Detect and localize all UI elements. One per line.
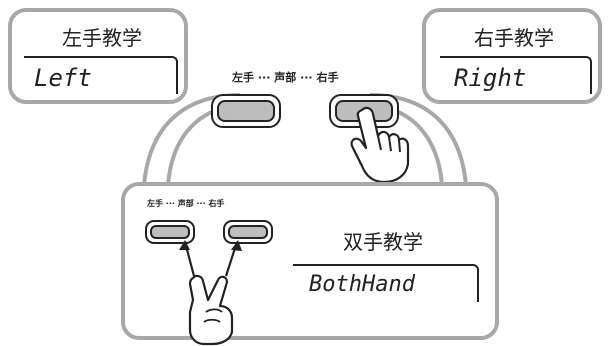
peace-hand-icon	[179, 240, 242, 346]
dots-separator: ···	[165, 199, 175, 208]
left-mode-display-text: Left	[34, 64, 92, 92]
voice-part-label: 声部	[274, 71, 297, 84]
left-hand-label: 左手	[147, 199, 163, 208]
left-hand-label: 左手	[232, 71, 254, 84]
left-mode-lcd	[24, 56, 178, 94]
both-mode-display-text: BothHand	[309, 272, 415, 297]
right-mode-title: 右手教学	[474, 26, 554, 50]
left-hand-button-small[interactable]	[145, 220, 195, 244]
right-hand-label: 右手	[208, 199, 225, 208]
dots-separator: ···	[300, 71, 313, 84]
right-mode-display-text: Right	[454, 64, 527, 92]
pointing-hand-icon	[350, 106, 410, 184]
left-mode-title: 左手教学	[62, 26, 142, 50]
right-hand-label: 右手	[316, 71, 339, 84]
dots-separator: ···	[196, 199, 206, 208]
left-mode-panel: 左手教学 Left	[8, 8, 188, 104]
right-mode-panel: 右手教学 Right	[422, 8, 602, 104]
small-button-labels: 左手 ··· 声部 ··· 右手	[147, 198, 224, 209]
voice-part-label: 声部	[177, 199, 194, 208]
both-mode-panel: 左手 ··· 声部 ··· 右手 双手教学 BothHand	[121, 182, 499, 340]
both-mode-lcd	[293, 264, 479, 302]
both-mode-title: 双手教学	[343, 230, 423, 254]
right-hand-button-small[interactable]	[223, 220, 273, 244]
dots-separator: ···	[257, 71, 271, 84]
left-hand-button[interactable]	[211, 94, 281, 128]
top-button-labels: 左手 ··· 声部 ··· 右手	[232, 69, 338, 85]
right-mode-lcd	[440, 56, 592, 94]
